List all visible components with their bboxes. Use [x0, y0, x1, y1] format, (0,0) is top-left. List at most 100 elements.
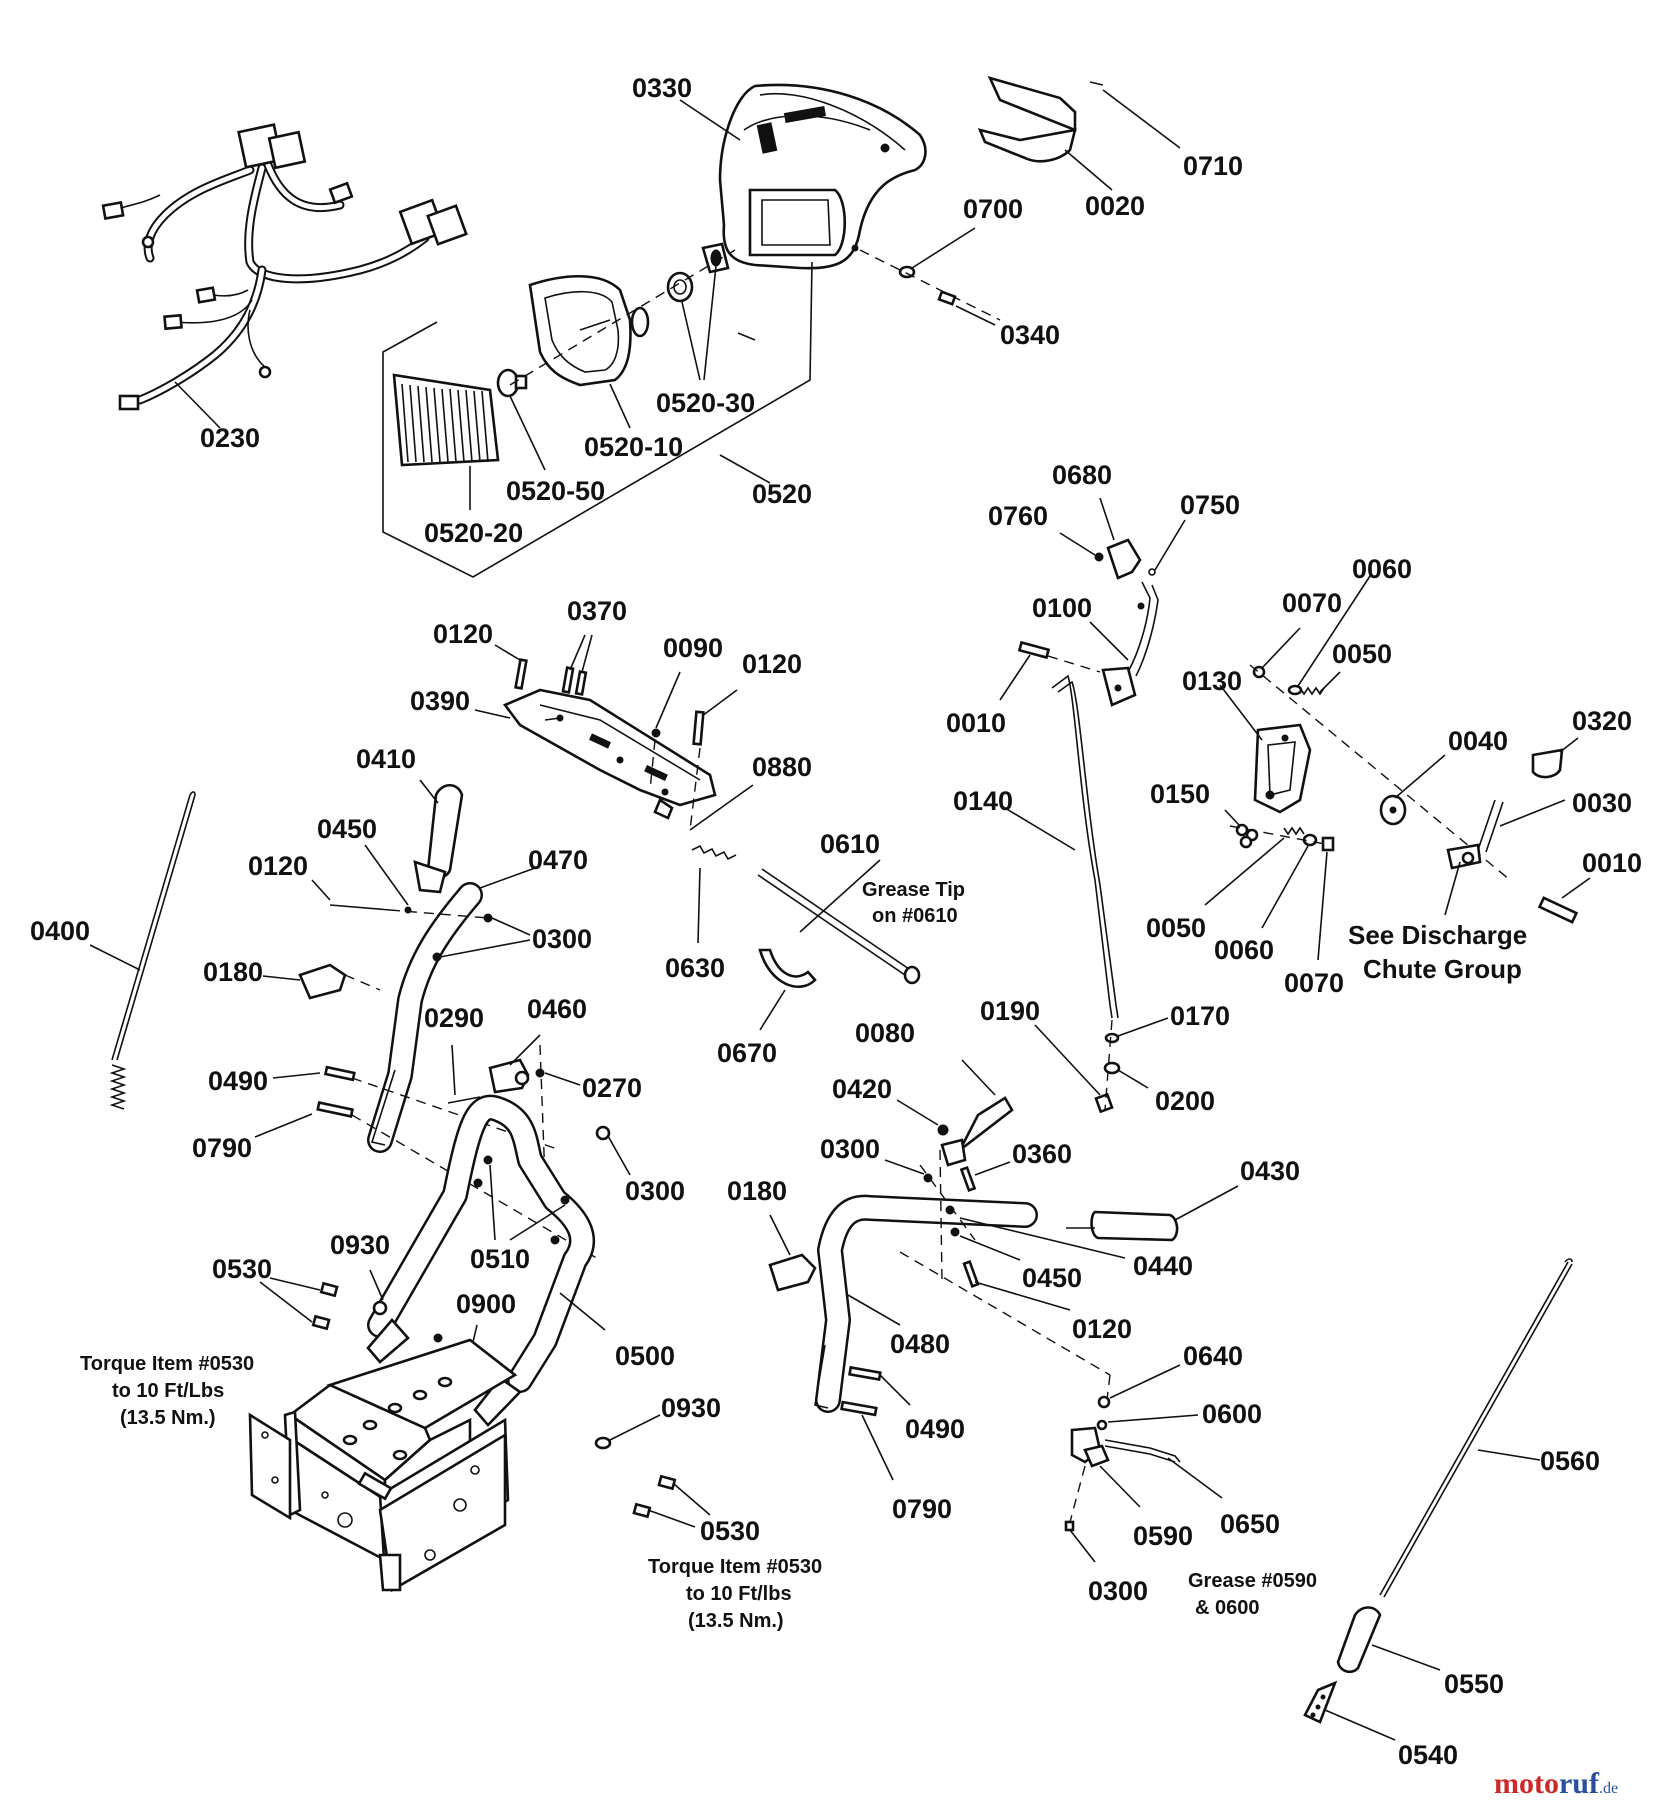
callout-0520-30: 0520-30: [656, 388, 755, 418]
callout-0180-right: 0180: [727, 1176, 787, 1206]
note-torque-mid-l2: to 10 Ft/lbs: [686, 1583, 792, 1605]
callout-0430: 0430: [1240, 1156, 1300, 1186]
callout-0060-top: 0060: [1352, 554, 1412, 584]
spring-stack-lower: [1235, 823, 1335, 852]
watermark-part1: moto: [1494, 1767, 1559, 1800]
callout-0640: 0640: [1183, 1341, 1243, 1371]
callout-0400: 0400: [30, 916, 90, 946]
callout-0520: 0520: [752, 479, 812, 509]
upper-handle-left-0470: [367, 882, 483, 1153]
callout-0520-20: 0520-20: [424, 518, 523, 548]
leader-0230: [174, 381, 221, 429]
callout-0540: 0540: [1398, 1740, 1458, 1770]
lens-0520-20: [392, 373, 500, 467]
note-grease-0590-l2: & 0600: [1195, 1597, 1260, 1619]
fitting-0540: [1303, 1680, 1338, 1724]
watermark-logo: motoruf.de: [1494, 1767, 1618, 1800]
bracket-0020: [977, 75, 1077, 163]
callout-0010-right: 0010: [1582, 848, 1642, 878]
upper-handle-right-0480: [814, 1194, 1038, 1413]
callout-0140: 0140: [953, 786, 1013, 816]
callout-0030: 0030: [1572, 788, 1632, 818]
note-grease-tip-l2: on #0610: [872, 905, 958, 927]
callout-0340: 0340: [1000, 320, 1060, 350]
callout-0180-left: 0180: [203, 957, 263, 987]
callout-0440: 0440: [1133, 1251, 1193, 1281]
svg-text:motoruf.de: motoruf.de: [1494, 1767, 1618, 1800]
callout-0120-a: 0120: [433, 619, 493, 649]
callout-0150: 0150: [1150, 779, 1210, 809]
callout-0510: 0510: [470, 1244, 530, 1274]
callout-0300-b: 0300: [625, 1176, 685, 1206]
console-housing-0330: [718, 83, 927, 270]
callout-0070-top: 0070: [1282, 588, 1342, 618]
callout-0590: 0590: [1133, 1521, 1193, 1551]
note-torque-left-l2: to 10 Ft/Lbs: [112, 1380, 224, 1402]
watermark-part2: ruf: [1559, 1767, 1600, 1800]
callout-0550: 0550: [1444, 1669, 1504, 1699]
callout-0650: 0650: [1220, 1509, 1280, 1539]
callout-0360: 0360: [1012, 1139, 1072, 1169]
callout-0470: 0470: [528, 845, 588, 875]
rod-0140: [1051, 674, 1119, 1019]
callout-0410: 0410: [356, 744, 416, 774]
callout-0610: 0610: [820, 829, 880, 859]
callout-0300-a: 0300: [532, 924, 592, 954]
watermark-part3: .de: [1599, 1780, 1618, 1797]
callout-0330: 0330: [632, 73, 692, 103]
callout-0500: 0500: [615, 1341, 675, 1371]
spring-0630: [691, 844, 737, 861]
callout-0290: 0290: [424, 1003, 484, 1033]
cable-0560: [1303, 1258, 1573, 1724]
callout-0530-a: 0530: [212, 1254, 272, 1284]
callout-0460: 0460: [527, 994, 587, 1024]
callout-0060-bottom: 0060: [1214, 935, 1274, 965]
callout-0700: 0700: [963, 194, 1023, 224]
callout-0020: 0020: [1085, 191, 1145, 221]
callout-0490-right: 0490: [905, 1414, 965, 1444]
note-torque-left-l3: (13.5 Nm.): [120, 1407, 216, 1429]
callout-0790-left: 0790: [192, 1133, 252, 1163]
callout-0520-50: 0520-50: [506, 476, 605, 506]
callout-0120-c: 0120: [248, 851, 308, 881]
callout-0100: 0100: [1032, 593, 1092, 623]
callout-0930-b: 0930: [661, 1393, 721, 1423]
callout-0450-b: 0450: [1022, 1263, 1082, 1293]
headlight-assembly-0520: [392, 242, 736, 467]
sleeve-0550: [1336, 1606, 1382, 1674]
callout-0170: 0170: [1170, 1001, 1230, 1031]
callout-0750: 0750: [1180, 490, 1240, 520]
callout-0880: 0880: [752, 752, 812, 782]
callout-0790-right: 0790: [892, 1494, 952, 1524]
callout-0300-c: 0300: [820, 1134, 880, 1164]
note-grease-0590-l1: Grease #0590: [1188, 1570, 1317, 1592]
cable-0400: [109, 791, 196, 1110]
callout-0130: 0130: [1182, 666, 1242, 696]
callout-0370: 0370: [567, 596, 627, 626]
rod-0610: [757, 868, 921, 985]
callout-0040: 0040: [1448, 726, 1508, 756]
callout-0070-bottom: 0070: [1284, 968, 1344, 998]
callout-0450-a: 0450: [317, 814, 377, 844]
linkage-lower: [1064, 1395, 1181, 1532]
callout-0710: 0710: [1183, 151, 1243, 181]
lower-handle-frame-0500: [366, 1094, 595, 1427]
callout-0010-top: 0010: [946, 708, 1006, 738]
callout-0270: 0270: [582, 1073, 642, 1103]
callout-0390: 0390: [410, 686, 470, 716]
callout-0530-b: 0530: [700, 1516, 760, 1546]
crank-0030: [1446, 799, 1504, 870]
callout-0560: 0560: [1540, 1446, 1600, 1476]
callout-0680: 0680: [1052, 460, 1112, 490]
callout-0320: 0320: [1572, 706, 1632, 736]
callout-0480: 0480: [890, 1329, 950, 1359]
callout-0930-a: 0930: [330, 1230, 390, 1260]
callout-0090: 0090: [663, 633, 723, 663]
base-plates: [248, 1338, 518, 1593]
grip-0410: [413, 783, 464, 894]
grip-0430: [1066, 1210, 1179, 1242]
callout-0760: 0760: [988, 501, 1048, 531]
note-torque-mid-l1: Torque Item #0530: [648, 1556, 822, 1578]
callout-0600: 0600: [1202, 1399, 1262, 1429]
bracket-0130: [1253, 723, 1312, 814]
